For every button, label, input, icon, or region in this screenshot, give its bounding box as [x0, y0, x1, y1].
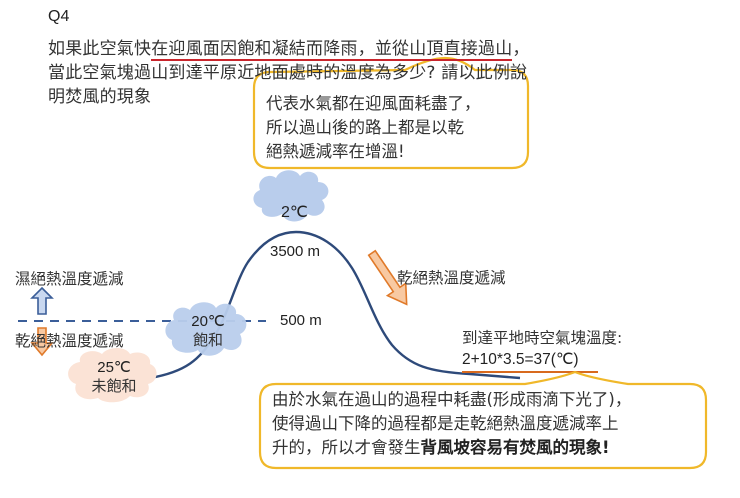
question-line-1: 如果此空氣快在迎風面因飽和凝結而降雨，並從山頂直接過山，	[48, 34, 530, 61]
descent-arrow-icon	[367, 249, 408, 306]
arrival-label: 到達平地時空氣塊溫度:	[462, 329, 623, 347]
arrow-down-icon	[30, 327, 54, 357]
dry-adiabatic-label-right: 乾絕熱溫度遞減	[397, 269, 506, 287]
callout-bottom-line: 升的，所以才會發生背風坡容易有焚風的現象!	[272, 436, 631, 460]
question-line-2: 當此空氣塊過山到達平原近地面處時的溫度為多少? 請以此例說	[48, 63, 528, 83]
start-state: 未飽和	[91, 377, 137, 395]
callout-bottom-line: 由於水氣在過山的過程中耗盡(形成雨滴下光了)，	[272, 390, 632, 409]
question-line-3: 明焚風的現象	[48, 87, 152, 107]
callout-top-line: 代表水氣都在迎風面耗盡了，	[266, 94, 481, 113]
callout-top-line: 所以過山後的路上都是以乾	[266, 118, 464, 137]
callout-top-line: 絕熱遞減率在增溫!	[266, 142, 405, 161]
cloud-base-state: 飽和	[192, 331, 223, 349]
arrival-formula: 2+10*3.5=37(℃)	[462, 351, 579, 368]
start-temperature: 25℃	[97, 359, 131, 376]
unsaturated-cloud-label: 25℃ 未飽和	[82, 358, 146, 396]
comma: ，	[357, 39, 375, 59]
unsaturated-cloud-icon	[68, 348, 157, 403]
underline-condensation: 在迎風面因飽和凝結而降雨，並從山頂直接過山	[151, 39, 513, 61]
callout-bottom-line: 使得過山下降的過程都是走乾絕熱溫度遞減率上	[272, 414, 619, 433]
summit-temperature: 2℃	[281, 204, 308, 221]
callout-bottom-text-plain: 升的，所以才會發生	[272, 438, 421, 457]
summit-cloud-icon	[253, 170, 329, 222]
wet-adiabatic-label: 濕絕熱溫度遞減	[15, 270, 124, 288]
cloud-base-height: 500 m	[280, 312, 322, 329]
saturation-cloud-label: 20℃ 飽和	[178, 312, 238, 350]
underlined-text: 在迎風面因飽和凝結而降雨	[151, 39, 358, 59]
comma: ，	[512, 39, 530, 59]
foehn-conclusion: 背風坡容易有焚風的現象!	[420, 438, 610, 457]
underlined-text: 並從山頂直接過山	[374, 39, 513, 59]
arrow-up-icon	[30, 286, 54, 315]
question-text: 如果此空氣快	[48, 39, 152, 59]
callout-top-border	[252, 56, 530, 170]
question-number: Q4	[48, 8, 70, 25]
callout-bottom-border	[258, 370, 708, 470]
cloud-base-temperature: 20℃	[191, 313, 225, 330]
dry-adiabatic-label-left: 乾絕熱溫度遞減	[15, 332, 124, 350]
summit-height: 3500 m	[270, 243, 321, 260]
callout-bottom-text: 由於水氣在過山的過程中耗盡(形成雨滴下光了)， 使得過山下降的過程都是走乾絕熱溫…	[272, 388, 631, 460]
callout-top-text: 代表水氣都在迎風面耗盡了， 所以過山後的路上都是以乾 絕熱遞減率在增溫!	[266, 92, 481, 164]
saturation-cloud-icon	[165, 302, 247, 356]
